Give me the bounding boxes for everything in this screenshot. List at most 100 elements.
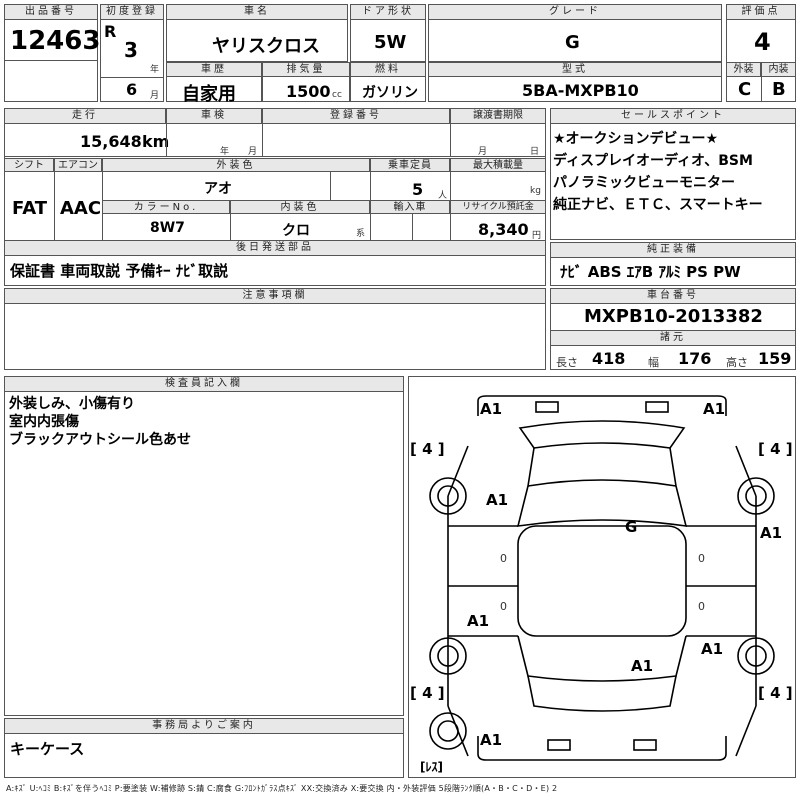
inspector-line: 室内内張傷: [9, 414, 79, 430]
color: アオ: [204, 181, 232, 197]
int-grade: B: [772, 79, 786, 100]
mark-windshield: G: [625, 518, 638, 536]
name-label: 車名: [166, 4, 348, 20]
mileage-unit: km: [142, 132, 170, 151]
car-name: ヤリスクロス: [212, 36, 320, 57]
spare-tire: [429, 712, 467, 750]
wheel-rear-right: [737, 637, 775, 675]
mark-door-l2: 0: [500, 600, 507, 613]
mark-right-fender: A1: [760, 524, 783, 542]
transfer-month-unit: 月: [478, 147, 488, 157]
int-color: クロ: [282, 223, 310, 239]
hood-outline: [518, 420, 686, 449]
mileage: 15,648: [80, 132, 142, 151]
history-label: 車歴: [166, 62, 262, 77]
displacement: 1500: [286, 82, 331, 101]
mileage-label: 走行: [4, 108, 166, 124]
tire-rr: [ 4 ]: [758, 684, 793, 702]
front-lamp-left: [535, 401, 559, 413]
mark-door-r1: 0: [698, 552, 705, 565]
ac-label: エアコン: [54, 158, 102, 172]
width: 176: [678, 349, 712, 368]
chassis-number: MXPB10-2013382: [584, 306, 763, 327]
first-reg-box: [100, 4, 164, 102]
front-bumper-outline: [477, 395, 727, 416]
transfer-day-unit: 日: [530, 147, 540, 157]
length: 418: [592, 349, 626, 368]
capacity-label: 乗車定員: [370, 158, 450, 172]
inspector-line: ブラックアウトシール色あせ: [9, 432, 191, 448]
fuel-label: 燃料: [350, 62, 426, 77]
later-parts: 保証書 車両取説 予備ｷｰ ﾅﾋﾞ取説: [10, 262, 229, 280]
int-color-label: 内装色: [230, 200, 370, 214]
wheel-front-right: [737, 477, 775, 515]
color-no-label: カラーNo.: [102, 200, 230, 214]
height: 159: [758, 349, 792, 368]
door-label: ドア形状: [350, 4, 426, 20]
recycle-unit: 円: [532, 231, 542, 241]
mark-door-r2: 0: [698, 600, 705, 613]
reg-no-label: 登録番号: [262, 108, 450, 124]
inspector-label: 検査員記入欄: [4, 376, 404, 392]
grade-label: グレード: [428, 4, 722, 20]
first-reg-label: 初度登録: [100, 4, 164, 20]
len-label: 長さ: [556, 356, 578, 369]
model-label: 型式: [428, 62, 722, 77]
grade: G: [565, 32, 580, 53]
notes-label: 注意事項欄: [4, 288, 546, 304]
insp-month-unit: 月: [248, 147, 258, 157]
chassis-label: 車台番号: [550, 288, 796, 304]
mark-front-right: A1: [703, 400, 726, 418]
legend: A:ｷｽﾞ U:ﾍｺﾐ B:ｷｽﾞを伴うﾍｺﾐ P:要塗装 W:補修跡 S:錆 …: [6, 784, 558, 793]
roof-outline: [517, 525, 687, 637]
tire-rl: [ 4 ]: [410, 684, 445, 702]
shift: FAT: [12, 198, 48, 219]
office-note: キーケース: [10, 740, 85, 758]
mark-rear-left: A1: [480, 731, 503, 749]
ext-label: 外装: [726, 62, 761, 77]
ext-grade: C: [738, 79, 752, 100]
car-diagram: [429, 395, 775, 761]
displacement-unit: cc: [332, 90, 342, 100]
lot-label: 出品番号: [4, 4, 98, 20]
model: 5BA-MXPB10: [522, 81, 639, 100]
int-label: 内装: [761, 62, 796, 77]
equipment-label: 純正装備: [550, 242, 796, 258]
color-label: 外装色: [102, 158, 370, 172]
equipment: ﾅﾋﾞ ABS ｴｱB ｱﾙﾐ PS PW: [560, 263, 741, 281]
mark-right-quarter: A1: [631, 657, 654, 675]
mark-hood-left: A1: [486, 491, 509, 509]
capacity-unit: 人: [438, 191, 448, 201]
front-lamp-right: [645, 401, 669, 413]
recycle: 8,340: [478, 220, 529, 239]
displacement-label: 排気量: [262, 62, 350, 77]
spec-label: 諸元: [550, 330, 796, 346]
mid-box: [4, 108, 546, 286]
sales-line: 純正ナビ、ＥＴＣ、スマートキー: [553, 197, 763, 213]
hei-label: 高さ: [726, 356, 748, 369]
lot-box: [4, 4, 98, 102]
mark-front-left: A1: [480, 400, 503, 418]
rear-lamp-right: [633, 739, 657, 751]
reg-month: 6: [126, 80, 138, 99]
door-type: 5W: [374, 32, 407, 53]
inspector-line: 外装しみ、小傷有り: [9, 396, 135, 412]
sales-box: [550, 108, 796, 240]
history: 自家用: [182, 84, 236, 105]
mark-door-l1: 0: [500, 552, 507, 565]
mark-right-rear: A1: [701, 640, 724, 658]
later-label: 後日発送部品: [4, 240, 546, 256]
office-label: 事務局よりご案内: [4, 718, 404, 734]
tire-spare: [ﾚｽ]: [420, 760, 443, 774]
color-no: 8W7: [150, 220, 185, 236]
int-color-unit: 系: [356, 229, 366, 239]
tire-fr: [ 4 ]: [758, 440, 793, 458]
import-label: 輸入車: [370, 200, 450, 214]
sales-line: パノラミックビューモニター: [553, 175, 735, 191]
sales-line: ディスプレイオーディオ、BSM: [553, 153, 753, 169]
sales-line: ★オークションデビュー★: [553, 131, 719, 147]
max-load-label: 最大積載量: [450, 158, 546, 172]
rear-bumper-outline: [477, 736, 727, 761]
inspection-label: 車検: [166, 108, 262, 124]
